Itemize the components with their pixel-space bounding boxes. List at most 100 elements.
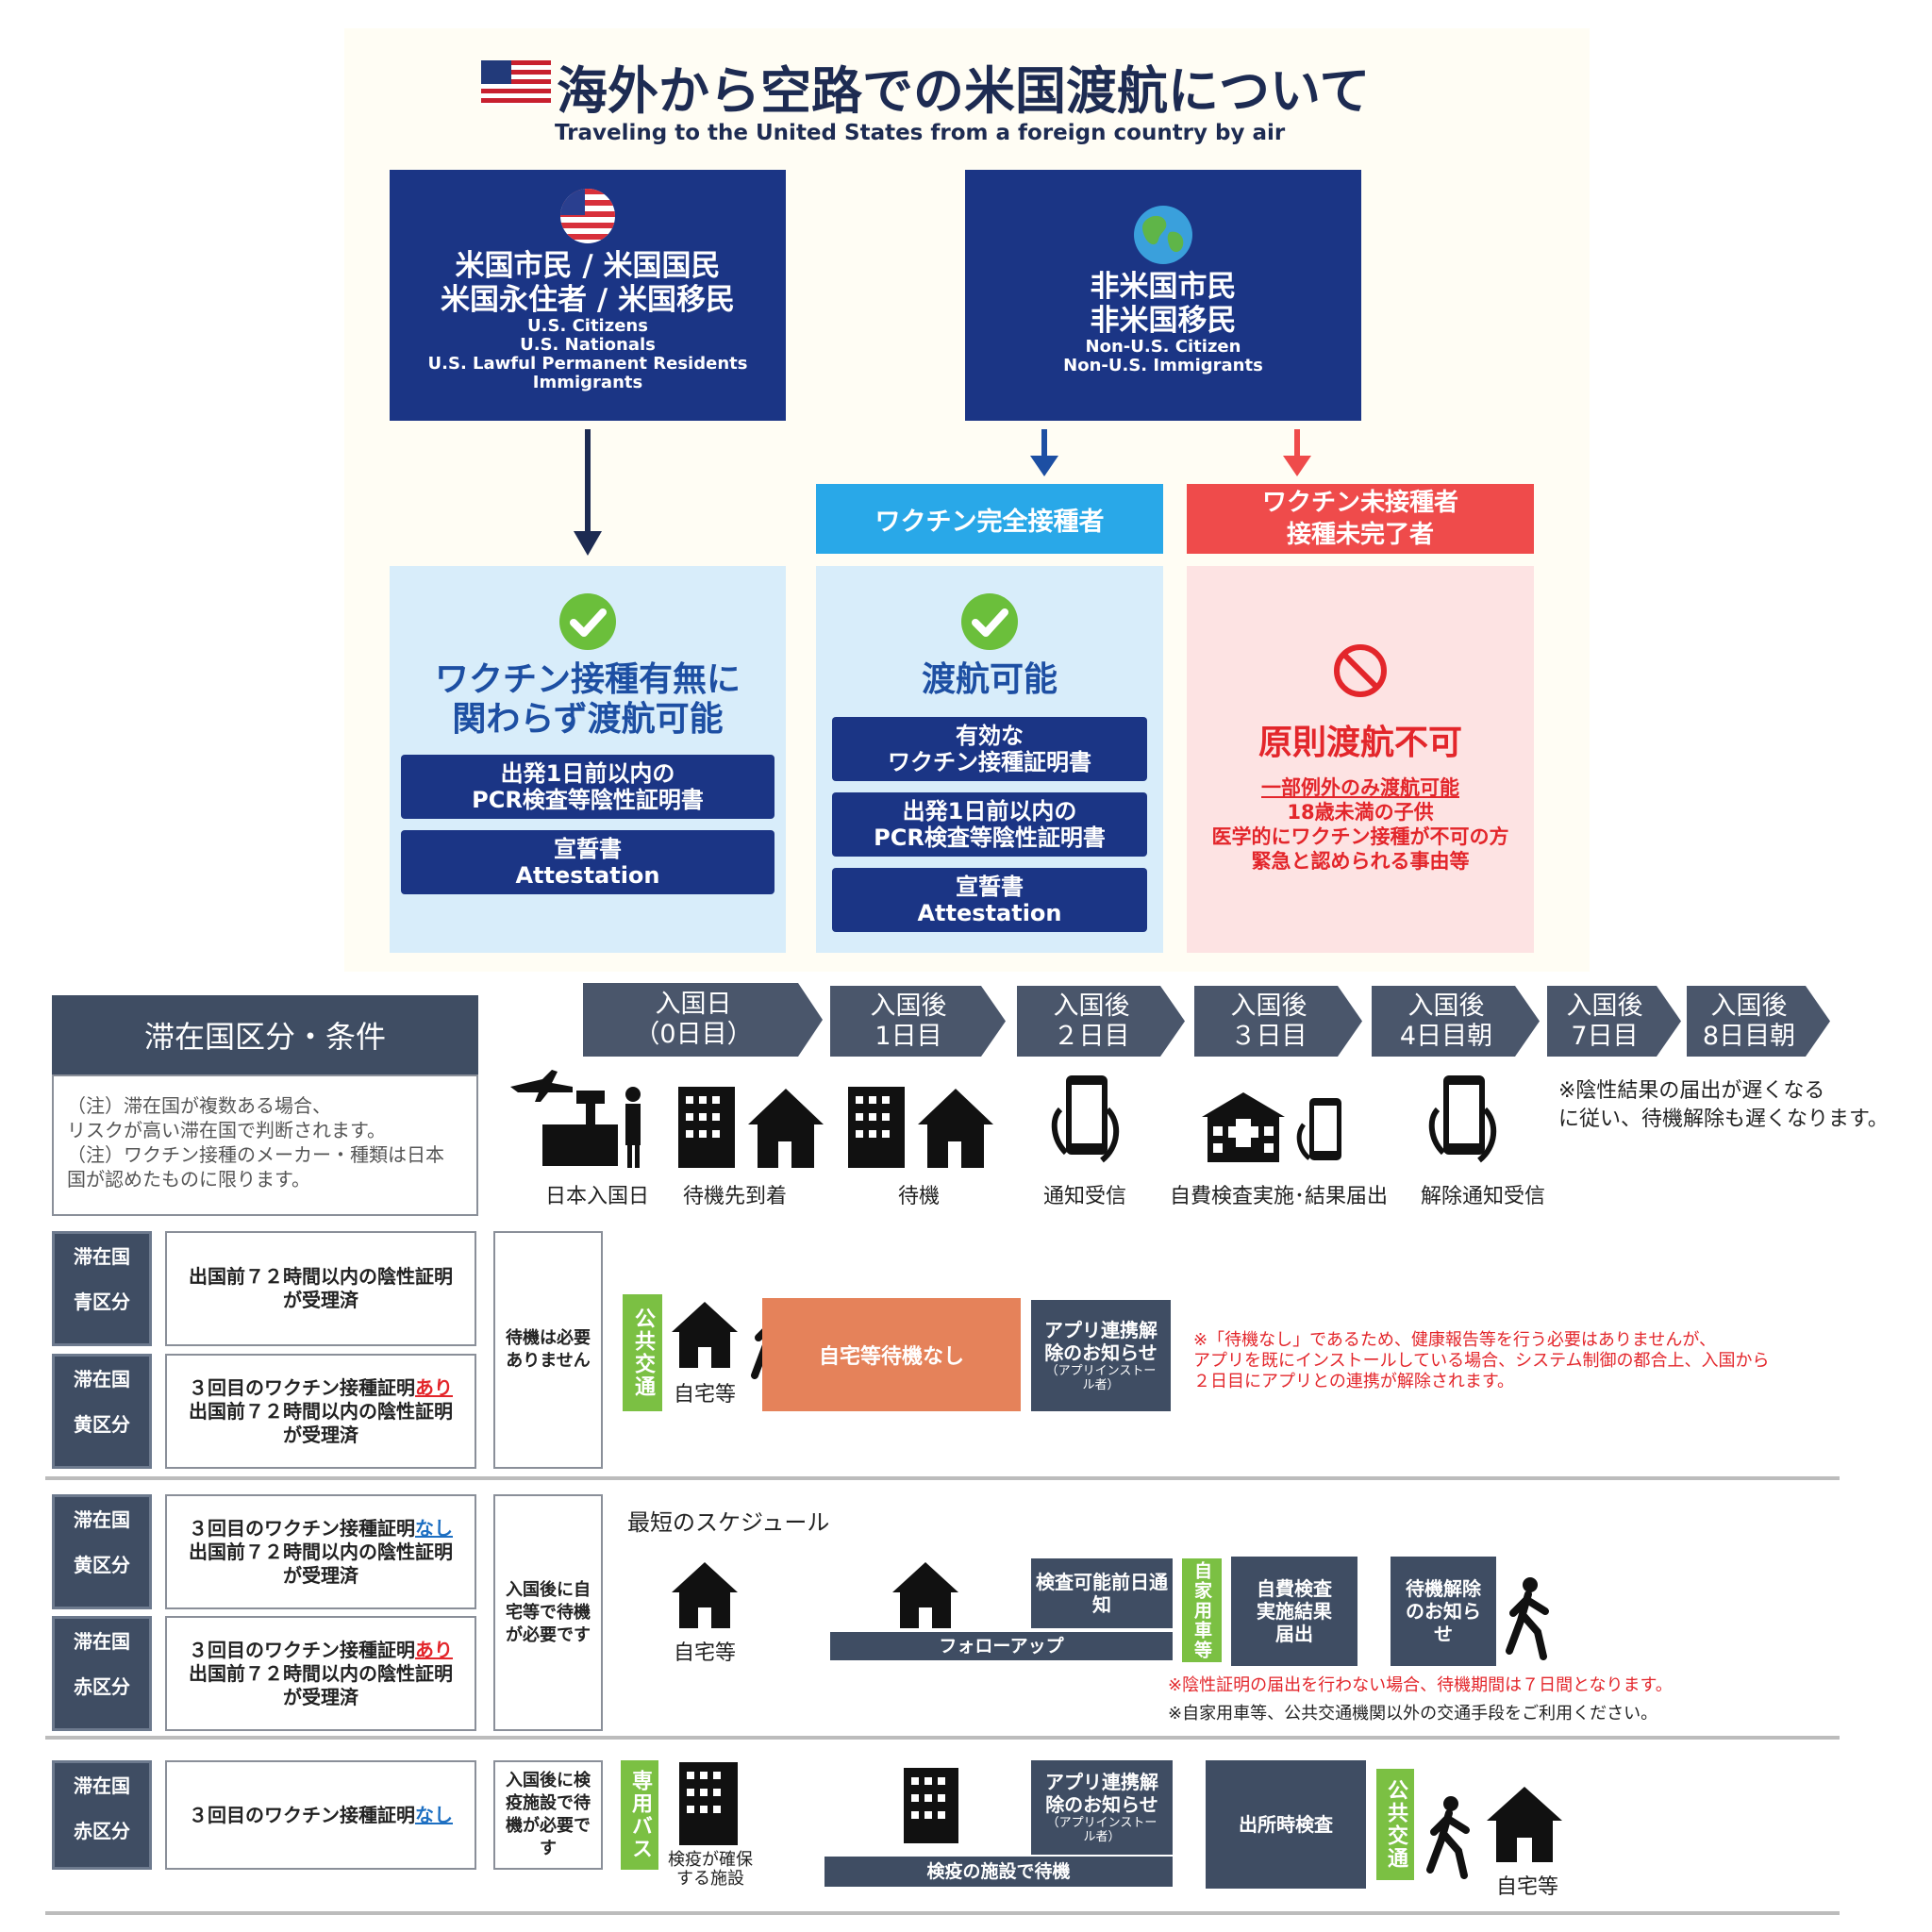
public-transit-badge: 公共交通	[623, 1294, 662, 1411]
smartphone-icon	[1292, 1094, 1358, 1170]
zone-name: 黄区分	[74, 1554, 130, 1576]
doc-line: 出発1日前以内の	[500, 760, 675, 787]
citizens-en-line: U.S. Nationals	[520, 335, 656, 355]
condition-line: ３回目のワクチン接種証明なし	[167, 1517, 475, 1541]
zone-name: 赤区分	[74, 1675, 130, 1698]
hospital-icon	[1198, 1089, 1289, 1164]
unvaccinated-header-line1: ワクチン未接種者	[1261, 489, 1458, 517]
walking-person-icon	[1423, 1794, 1475, 1879]
certificate-mark: あり	[415, 1375, 453, 1399]
day-step-line: 入国後	[870, 991, 947, 1021]
zone-blue-condition: 出国前７２時間以内の陰性証明が受理済	[165, 1231, 476, 1346]
home-caption: 自宅等	[674, 1641, 737, 1665]
day-step: 入国日（0日目）	[583, 983, 823, 1057]
zone-blue-label: 滞在国青区分	[52, 1231, 152, 1346]
arrow-down-icon	[572, 429, 604, 558]
condition-line: ３回目のワクチン接種証明あり	[167, 1639, 475, 1662]
facility-caption: 検疫が確保する施設	[668, 1850, 753, 1889]
unvaccinated-headline: 原則渡航不可	[1257, 724, 1462, 762]
zone-yellow-label: 滞在国黄区分	[52, 1354, 152, 1469]
doc-line: Attestation	[917, 900, 1062, 926]
citizens-en-line: Immigrants	[532, 373, 643, 392]
zone-name: 青区分	[74, 1291, 130, 1313]
day-step-line: ３日目	[1230, 1021, 1307, 1051]
unvaccinated-result-panel: 原則渡航不可 一部例外のみ渡航可能 18歳未満の子供 医学的にワクチン接種が不可…	[1187, 566, 1534, 953]
facility-wait-bar: 検疫の施設で待機	[824, 1857, 1173, 1887]
day-step-line: 入国後	[1407, 991, 1485, 1021]
follow-up-bar: フォローアップ	[830, 1632, 1173, 1660]
doc-line: Attestation	[515, 862, 660, 889]
no-wait-bar: 自宅等待機なし	[762, 1298, 1021, 1411]
note-line: リスクが高い滞在国で判断されます。	[67, 1119, 386, 1141]
condition-text: ３回目のワクチン接種証明	[189, 1803, 415, 1826]
app-release-notice: アプリ連携解除のお知らせ （アプリインストール者）	[1031, 1300, 1171, 1411]
home-caption: 自宅等	[674, 1383, 737, 1407]
note-line: ※「待機なし」であるため、健康報告等を行う必要はありませんが、	[1193, 1330, 1716, 1350]
day-caption: 待機	[898, 1185, 941, 1208]
attestation-requirement: 宣誓書 Attestation	[832, 868, 1147, 932]
arrow-down-icon	[1028, 429, 1060, 478]
note-line: ２日目にアプリとの連携が解除されます。	[1193, 1372, 1515, 1391]
day-caption: 解除通知受信	[1421, 1185, 1546, 1208]
late-note-line: に従い、待機解除も遅くなります。	[1558, 1108, 1889, 1131]
pcr-certificate-requirement: 出発1日前以内の PCR検査等陰性証明書	[832, 792, 1147, 857]
day-step-line: 1日目	[874, 1021, 942, 1051]
row-separator	[45, 1736, 1840, 1740]
check-icon	[816, 592, 1163, 651]
row-separator	[45, 1911, 1840, 1915]
note-line: アプリを既にインストールしている場合、システム制御の都合上、入国から	[1193, 1351, 1770, 1371]
dedicated-bus-badge: 専用バス	[621, 1760, 658, 1870]
note-line: （注）ワクチン接種のメーカー・種類は日本	[67, 1143, 444, 1166]
notice-note: （アプリインストール者）	[1046, 1816, 1158, 1844]
prohibited-icon	[1187, 643, 1534, 698]
non-citizens-en-line: Non-U.S. Immigrants	[1063, 356, 1263, 375]
exception-item: 緊急と認められる事由等	[1251, 850, 1470, 873]
home-wait-label: 入国後に自宅等で待機が必要です	[493, 1494, 603, 1731]
check-icon	[390, 592, 786, 651]
vaccinated-headline: 渡航可能	[921, 660, 1058, 699]
zone-yellow-condition: ３回目のワクチン接種証明あり 出国前７２時間以内の陰性証明が受理済	[165, 1354, 476, 1469]
condition-text: ３回目のワクチン接種証明	[189, 1375, 415, 1399]
day-step-line: （0日目）	[634, 1020, 753, 1049]
doc-line: 宣誓書	[956, 874, 1024, 900]
condition-line: ３回目のワクチン接種証明なし	[167, 1804, 475, 1827]
no-wait-label: 待機は必要ありません	[493, 1231, 603, 1469]
house-icon	[670, 1558, 740, 1630]
condition-text: ３回目のワクチン接種証明	[189, 1638, 415, 1661]
condition-text: 出国前７２時間以内の陰性証明が受理済	[189, 1265, 453, 1311]
self-test-text: 自費検査実施結果届出	[1257, 1577, 1332, 1645]
zone-red-condition: ３回目のワクチン接種証明あり 出国前７２時間以内の陰性証明が受理済	[165, 1616, 476, 1731]
non-citizens-en-line: Non-U.S. Citizen	[1085, 337, 1241, 357]
seven-day-note: ※陰性証明の届出を行わない場合、待機期間は７日間となります。	[1168, 1675, 1673, 1695]
page-subtitle: Traveling to the United States from a fo…	[555, 121, 1286, 145]
non-citizens-jp-line2: 非米国移民	[1090, 304, 1237, 338]
condition-text: 出国前７２時間以内の陰性証明が受理済	[189, 1399, 453, 1446]
day-step-line: 入国後	[1710, 991, 1788, 1021]
arrow-down-icon	[1281, 429, 1313, 478]
unvaccinated-group-header: ワクチン未接種者 接種未完了者	[1187, 484, 1534, 554]
smartphone-icon	[1045, 1072, 1130, 1166]
notice-text: アプリ連携解除のお知らせ	[1044, 1319, 1158, 1364]
page-title: 海外から空路での米国渡航について	[557, 61, 1371, 121]
smartphone-icon	[1423, 1072, 1507, 1166]
note-line: 国が認めたものに限ります。	[67, 1168, 310, 1191]
day-step-line: 7日目	[1571, 1021, 1639, 1051]
facility-wait-label: 入国後に検疫施設で待機が必要です	[493, 1760, 603, 1870]
zone-prefix: 滞在国	[74, 1774, 130, 1797]
note-line: （注）滞在国が複数ある場合、	[67, 1094, 331, 1117]
exception-item: 18歳未満の子供	[1287, 801, 1434, 824]
self-test-box: 自費検査実施結果届出	[1231, 1557, 1357, 1666]
building-and-house-icon	[835, 1066, 995, 1170]
zone-red-label: 滞在国赤区分	[52, 1616, 152, 1731]
zone-prefix: 滞在国	[74, 1368, 130, 1391]
condition-header: 滞在国区分・条件	[52, 995, 478, 1074]
release-notice-box: 待機解除のお知らせ	[1391, 1557, 1496, 1666]
walking-person-icon	[1502, 1575, 1555, 1660]
airport-icon	[505, 1066, 646, 1170]
non-citizens-jp-line1: 非米国市民	[1090, 270, 1237, 304]
shortest-schedule-label: 最短のスケジュール	[627, 1509, 830, 1536]
day-step-line: 入国後	[1053, 991, 1130, 1021]
vaccine-certificate-requirement: 有効な ワクチン接種証明書	[832, 717, 1147, 781]
